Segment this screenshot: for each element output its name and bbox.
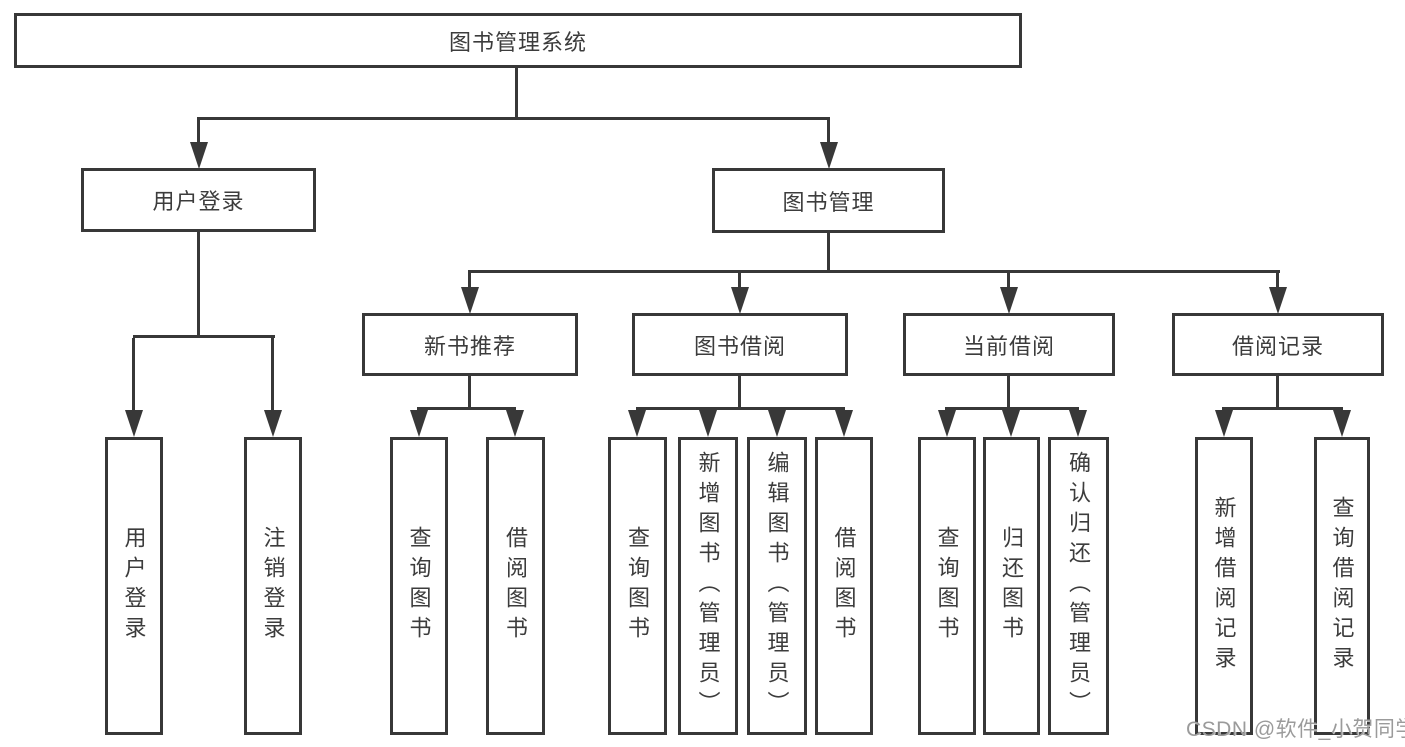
node-borrow-record-label: 借阅记录 (1231, 333, 1324, 359)
node-new-book-recommend-label: 新书推荐 (423, 333, 516, 359)
connector-line (197, 232, 200, 338)
connector-line (468, 270, 1280, 273)
connector-line (738, 273, 741, 289)
node-user-login: 用户登录 (81, 168, 316, 232)
connector-line (1222, 407, 1343, 410)
connector-line (1007, 376, 1010, 410)
connector-line (468, 376, 471, 410)
leaf-user-login-label: 用户登录 (121, 526, 147, 646)
node-new-book-recommend: 新书推荐 (362, 313, 578, 376)
down-arrow-icon (938, 410, 956, 437)
connector-line (271, 338, 274, 412)
leaf-confirm-return-admin: 确认归还（管理员） (1048, 437, 1109, 735)
down-arrow-icon (1002, 410, 1020, 437)
down-arrow-icon (731, 287, 749, 314)
node-book-management: 图书管理 (712, 168, 945, 233)
down-arrow-icon (835, 410, 853, 437)
down-arrow-icon (768, 410, 786, 437)
down-arrow-icon (506, 410, 524, 437)
node-current-borrow: 当前借阅 (903, 313, 1115, 376)
node-user-login-label: 用户登录 (152, 189, 245, 214)
down-arrow-icon (461, 287, 479, 314)
leaf-return-book-label: 归还图书 (999, 526, 1025, 646)
leaf-query-book-recommend-label: 查询图书 (406, 526, 432, 646)
leaf-add-borrow-record: 新增借阅记录 (1195, 437, 1253, 735)
down-arrow-icon (1000, 287, 1018, 314)
leaf-borrow-book: 借阅图书 (815, 437, 873, 735)
down-arrow-icon (410, 410, 428, 437)
down-arrow-icon (264, 410, 282, 437)
connector-line (197, 120, 200, 144)
csdn-watermark: CSDN @软件_小贺同学 (1186, 718, 1405, 741)
leaf-add-book-admin: 新增图书（管理员） (678, 437, 738, 735)
connector-line (1276, 376, 1279, 410)
connector-line (738, 376, 741, 410)
leaf-user-login: 用户登录 (105, 437, 163, 735)
leaf-query-book-current: 查询图书 (918, 437, 976, 735)
connector-line (468, 273, 471, 289)
leaf-query-book-recommend: 查询图书 (390, 437, 448, 735)
connector-line (636, 407, 845, 410)
connector-line (1276, 273, 1279, 289)
leaf-query-book-borrow: 查询图书 (608, 437, 667, 735)
down-arrow-icon (1333, 410, 1351, 437)
connector-line (827, 120, 830, 144)
connector-line (197, 117, 830, 120)
connector-line (515, 68, 518, 120)
leaf-query-borrow-record-label: 查询借阅记录 (1329, 496, 1355, 676)
down-arrow-icon (699, 410, 717, 437)
leaf-borrow-book-recommend: 借阅图书 (486, 437, 545, 735)
leaf-query-book-borrow-label: 查询图书 (625, 526, 651, 646)
node-current-borrow-label: 当前借阅 (962, 333, 1055, 359)
node-book-borrow: 图书借阅 (632, 313, 848, 376)
leaf-edit-book-admin-label: 编辑图书（管理员） (764, 451, 790, 721)
leaf-return-book: 归还图书 (983, 437, 1040, 735)
connector-line (827, 233, 830, 273)
node-library-system: 图书管理系统 (14, 13, 1022, 68)
down-arrow-icon (628, 410, 646, 437)
down-arrow-icon (1069, 410, 1087, 437)
node-borrow-record: 借阅记录 (1172, 313, 1384, 376)
node-library-system-label: 图书管理系统 (448, 29, 587, 55)
leaf-edit-book-admin: 编辑图书（管理员） (747, 437, 807, 735)
leaf-query-book-current-label: 查询图书 (934, 526, 960, 646)
down-arrow-icon (1215, 410, 1233, 437)
connector-line (945, 407, 1079, 410)
leaf-add-book-admin-label: 新增图书（管理员） (695, 451, 721, 721)
down-arrow-icon (1269, 287, 1287, 314)
leaf-query-borrow-record: 查询借阅记录 (1314, 437, 1370, 735)
leaf-confirm-return-admin-label: 确认归还（管理员） (1066, 451, 1092, 721)
connector-line (132, 338, 135, 412)
down-arrow-icon (125, 410, 143, 437)
leaf-borrow-book-label: 借阅图书 (831, 526, 857, 646)
down-arrow-icon (820, 142, 838, 169)
leaf-borrow-book-recommend-label: 借阅图书 (503, 526, 529, 646)
connector-line (417, 407, 516, 410)
node-book-borrow-label: 图书借阅 (693, 333, 786, 359)
connector-line (1007, 273, 1010, 289)
down-arrow-icon (190, 142, 208, 169)
leaf-logout-label: 注销登录 (260, 526, 286, 646)
connector-line (133, 335, 275, 338)
node-book-management-label: 图书管理 (782, 189, 875, 215)
leaf-logout: 注销登录 (244, 437, 302, 735)
leaf-add-borrow-record-label: 新增借阅记录 (1211, 496, 1237, 676)
